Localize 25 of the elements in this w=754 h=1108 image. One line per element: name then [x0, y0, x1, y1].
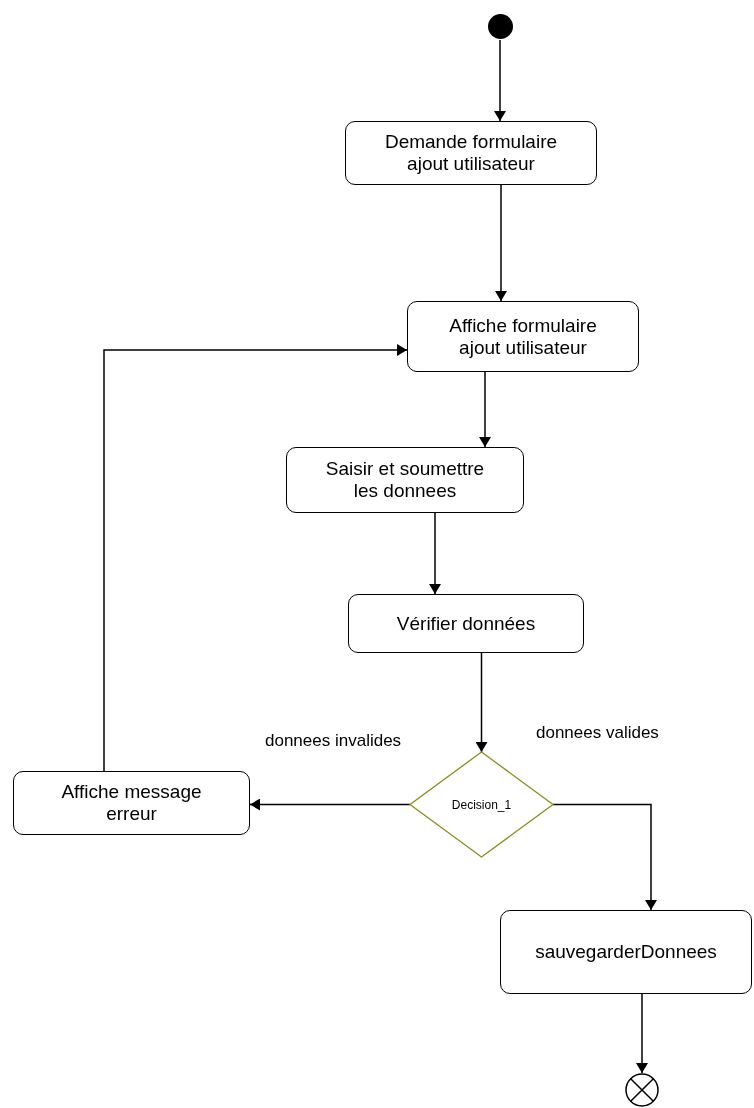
arrow	[103, 344, 408, 772]
activity-box	[345, 121, 597, 185]
activity-label: Affiche message erreur	[60, 781, 203, 825]
initial-node	[487, 13, 514, 40]
activity-box	[348, 594, 584, 653]
activity-label: sauvegarderDonnees	[535, 941, 717, 963]
decision-diamond	[410, 752, 553, 857]
activity-box	[13, 771, 250, 835]
arrow	[494, 39, 506, 122]
activity-label: Saisir et soumettre les donnees	[324, 458, 486, 502]
arrow	[249, 798, 411, 811]
activity-label: Affiche formulaire ajout utilisateur	[448, 314, 598, 359]
decision-label: Decision_1	[451, 797, 512, 812]
activity-label: Vérifier données	[396, 612, 536, 635]
arrow	[479, 371, 491, 448]
arrow	[429, 512, 441, 595]
activity-box	[407, 301, 639, 372]
arrow	[552, 803, 657, 911]
final-node	[625, 1073, 659, 1107]
activity-box	[286, 447, 524, 513]
arrow	[495, 184, 507, 302]
activity-box	[500, 910, 752, 994]
activity-label: Demande formulaire ajout utilisateur	[383, 131, 559, 175]
arrow	[636, 993, 648, 1074]
arrow	[475, 652, 488, 753]
